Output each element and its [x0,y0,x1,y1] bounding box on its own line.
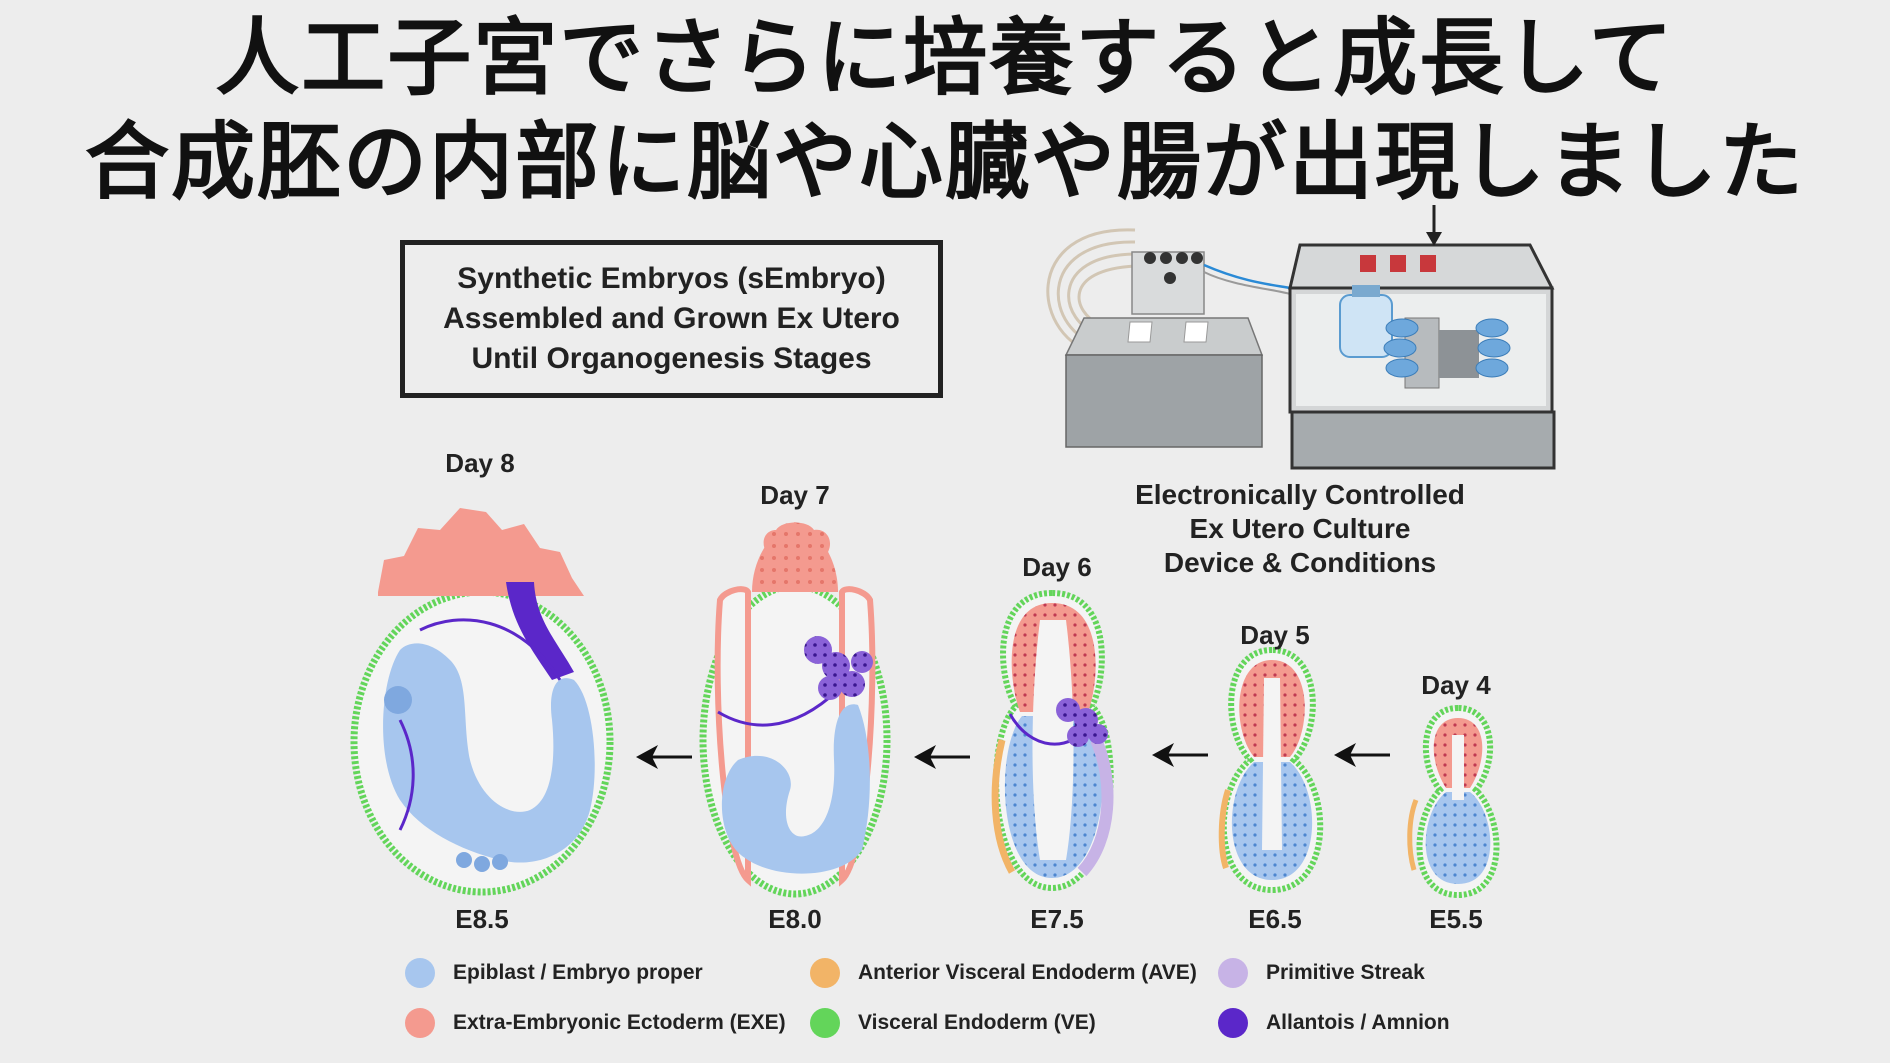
title-line-1: Synthetic Embryos (sEmbryo) [457,262,886,295]
legend-item-primitive-streak: Primitive Streak [1218,958,1425,988]
day-label-day7: Day 7 [760,480,830,510]
headline-line-2: 合成胚の内部に脳や心臓や腸が出現しました [84,113,1805,211]
stage-label-e75: E7.5 [1030,904,1084,934]
legend-swatch-ave [810,958,840,988]
legend-label-primitive-streak: Primitive Streak [1266,961,1425,984]
arrow-day4-to-day5 [1334,743,1390,767]
legend-swatch-allantois [1218,1008,1248,1038]
legend-item-ave: Anterior Visceral Endoderm (AVE) [810,958,1197,988]
title-box: Synthetic Embryos (sEmbryo) Assembled an… [400,240,943,398]
legend-label-allantois: Allantois / Amnion [1266,1011,1450,1034]
embryo-day-4 [1407,704,1500,899]
stage-label-e80: E8.0 [768,904,822,934]
culture-device-illustration [1046,205,1556,470]
legend-label-ave: Anterior Visceral Endoderm (AVE) [858,961,1197,984]
device-label-line-2: Ex Utero Culture [1189,513,1411,544]
day-label-day8: Day 8 [445,448,515,478]
stage-label-e55: E5.5 [1429,904,1483,934]
headline-line-1: 人工子宮でさらに培養すると成長して [215,9,1675,107]
embryo-day-8 [350,508,614,896]
arrow-day5-to-day6 [1152,743,1208,767]
device-label-line-3: Device & Conditions [1163,547,1437,578]
arrow-day7-to-day8 [636,745,692,769]
legend-swatch-ve [810,1008,840,1038]
legend-label-ve: Visceral Endoderm (VE) [858,1011,1096,1034]
legend-item-ve: Visceral Endoderm (VE) [810,1008,1096,1038]
day-label-day6: Day 6 [1022,552,1092,582]
arrow-day6-to-day7 [914,745,970,769]
legend-item-epiblast: Epiblast / Embryo proper [405,958,703,988]
title-line-3: Until Organogenesis Stages [471,342,872,375]
legend-label-exe: Extra-Embryonic Ectoderm (EXE) [453,1011,786,1034]
day-label-day5: Day 5 [1240,620,1310,650]
legend-item-allantois: Allantois / Amnion [1218,1008,1450,1038]
stage-label-e85: E8.5 [455,904,509,934]
legend-item-exe: Extra-Embryonic Ectoderm (EXE) [405,1008,786,1038]
title-line-2: Assembled and Grown Ex Utero [443,302,900,335]
device-label: Electronically Controlled Ex Utero Cultu… [1080,478,1520,580]
embryo-day-6 [991,589,1114,892]
embryo-day-5 [1218,646,1324,894]
embryo-day-7 [699,522,891,898]
day-label-day4: Day 4 [1421,670,1491,700]
legend-swatch-primitive-streak [1218,958,1248,988]
stage-label-e65: E6.5 [1248,904,1302,934]
legend-label-epiblast: Epiblast / Embryo proper [453,961,703,984]
legend-swatch-exe [405,1008,435,1038]
legend-swatch-epiblast [405,958,435,988]
device-label-line-1: Electronically Controlled [1135,479,1465,510]
